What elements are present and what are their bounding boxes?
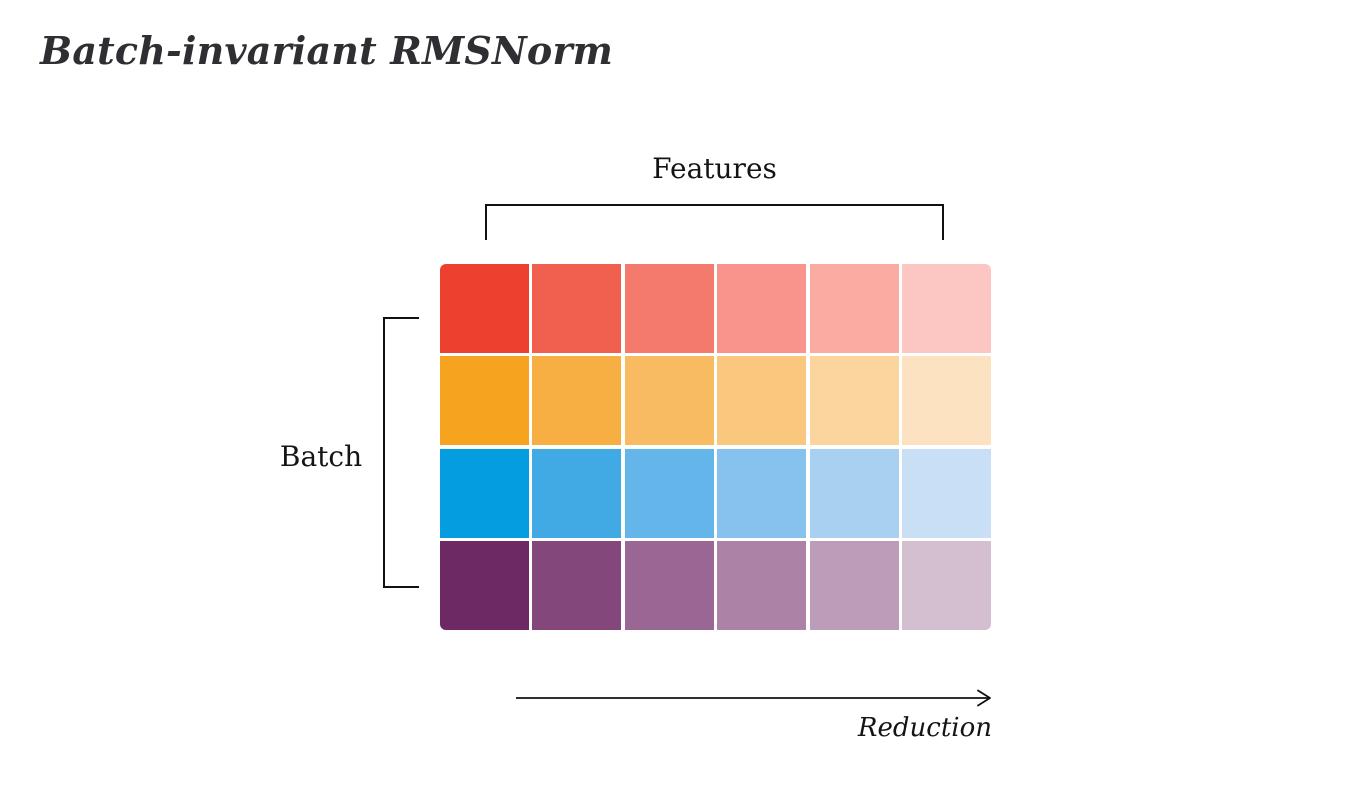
- grid-cell-r3-c2: [532, 448, 622, 538]
- grid-cell-r3-c4: [717, 448, 807, 538]
- grid-cell-r1-c5: [809, 264, 899, 353]
- features-axis-label: Features: [652, 152, 777, 185]
- grid-cell-r3-c1: [440, 448, 529, 538]
- grid-cell-r1-c6: [902, 264, 991, 353]
- grid-cell-r2-c3: [624, 356, 714, 446]
- grid-cell-r2-c6: [902, 356, 991, 446]
- grid-cell-r1-c3: [624, 264, 714, 353]
- grid-cell-r4-c5: [809, 541, 899, 630]
- grid-cell-r4-c3: [624, 541, 714, 630]
- reduction-axis-label: Reduction: [857, 713, 992, 743]
- features-bracket: [485, 204, 944, 240]
- grid-cell-r1-c2: [532, 264, 622, 353]
- grid-cell-r1-c4: [717, 264, 807, 353]
- batch-bracket: [383, 317, 419, 588]
- grid-cell-r2-c5: [809, 356, 899, 446]
- grid-cell-r3-c6: [902, 448, 991, 538]
- grid-cell-r2-c1: [440, 356, 529, 446]
- grid-cell-r3-c3: [624, 448, 714, 538]
- grid-cell-r4-c1: [440, 541, 529, 630]
- grid-cell-r1-c1: [440, 264, 529, 353]
- right-arrow-icon: [516, 689, 991, 707]
- grid-cell-r2-c4: [717, 356, 807, 446]
- batch-axis-label: Batch: [279, 440, 363, 473]
- batch-feature-grid: [440, 264, 991, 630]
- page-title: Batch-invariant RMSNorm: [40, 28, 614, 73]
- grid-cell-r3-c5: [809, 448, 899, 538]
- grid-cell-r4-c2: [532, 541, 622, 630]
- grid-cell-r2-c2: [532, 356, 622, 446]
- grid-cell-r4-c6: [902, 541, 991, 630]
- grid-cell-r4-c4: [717, 541, 807, 630]
